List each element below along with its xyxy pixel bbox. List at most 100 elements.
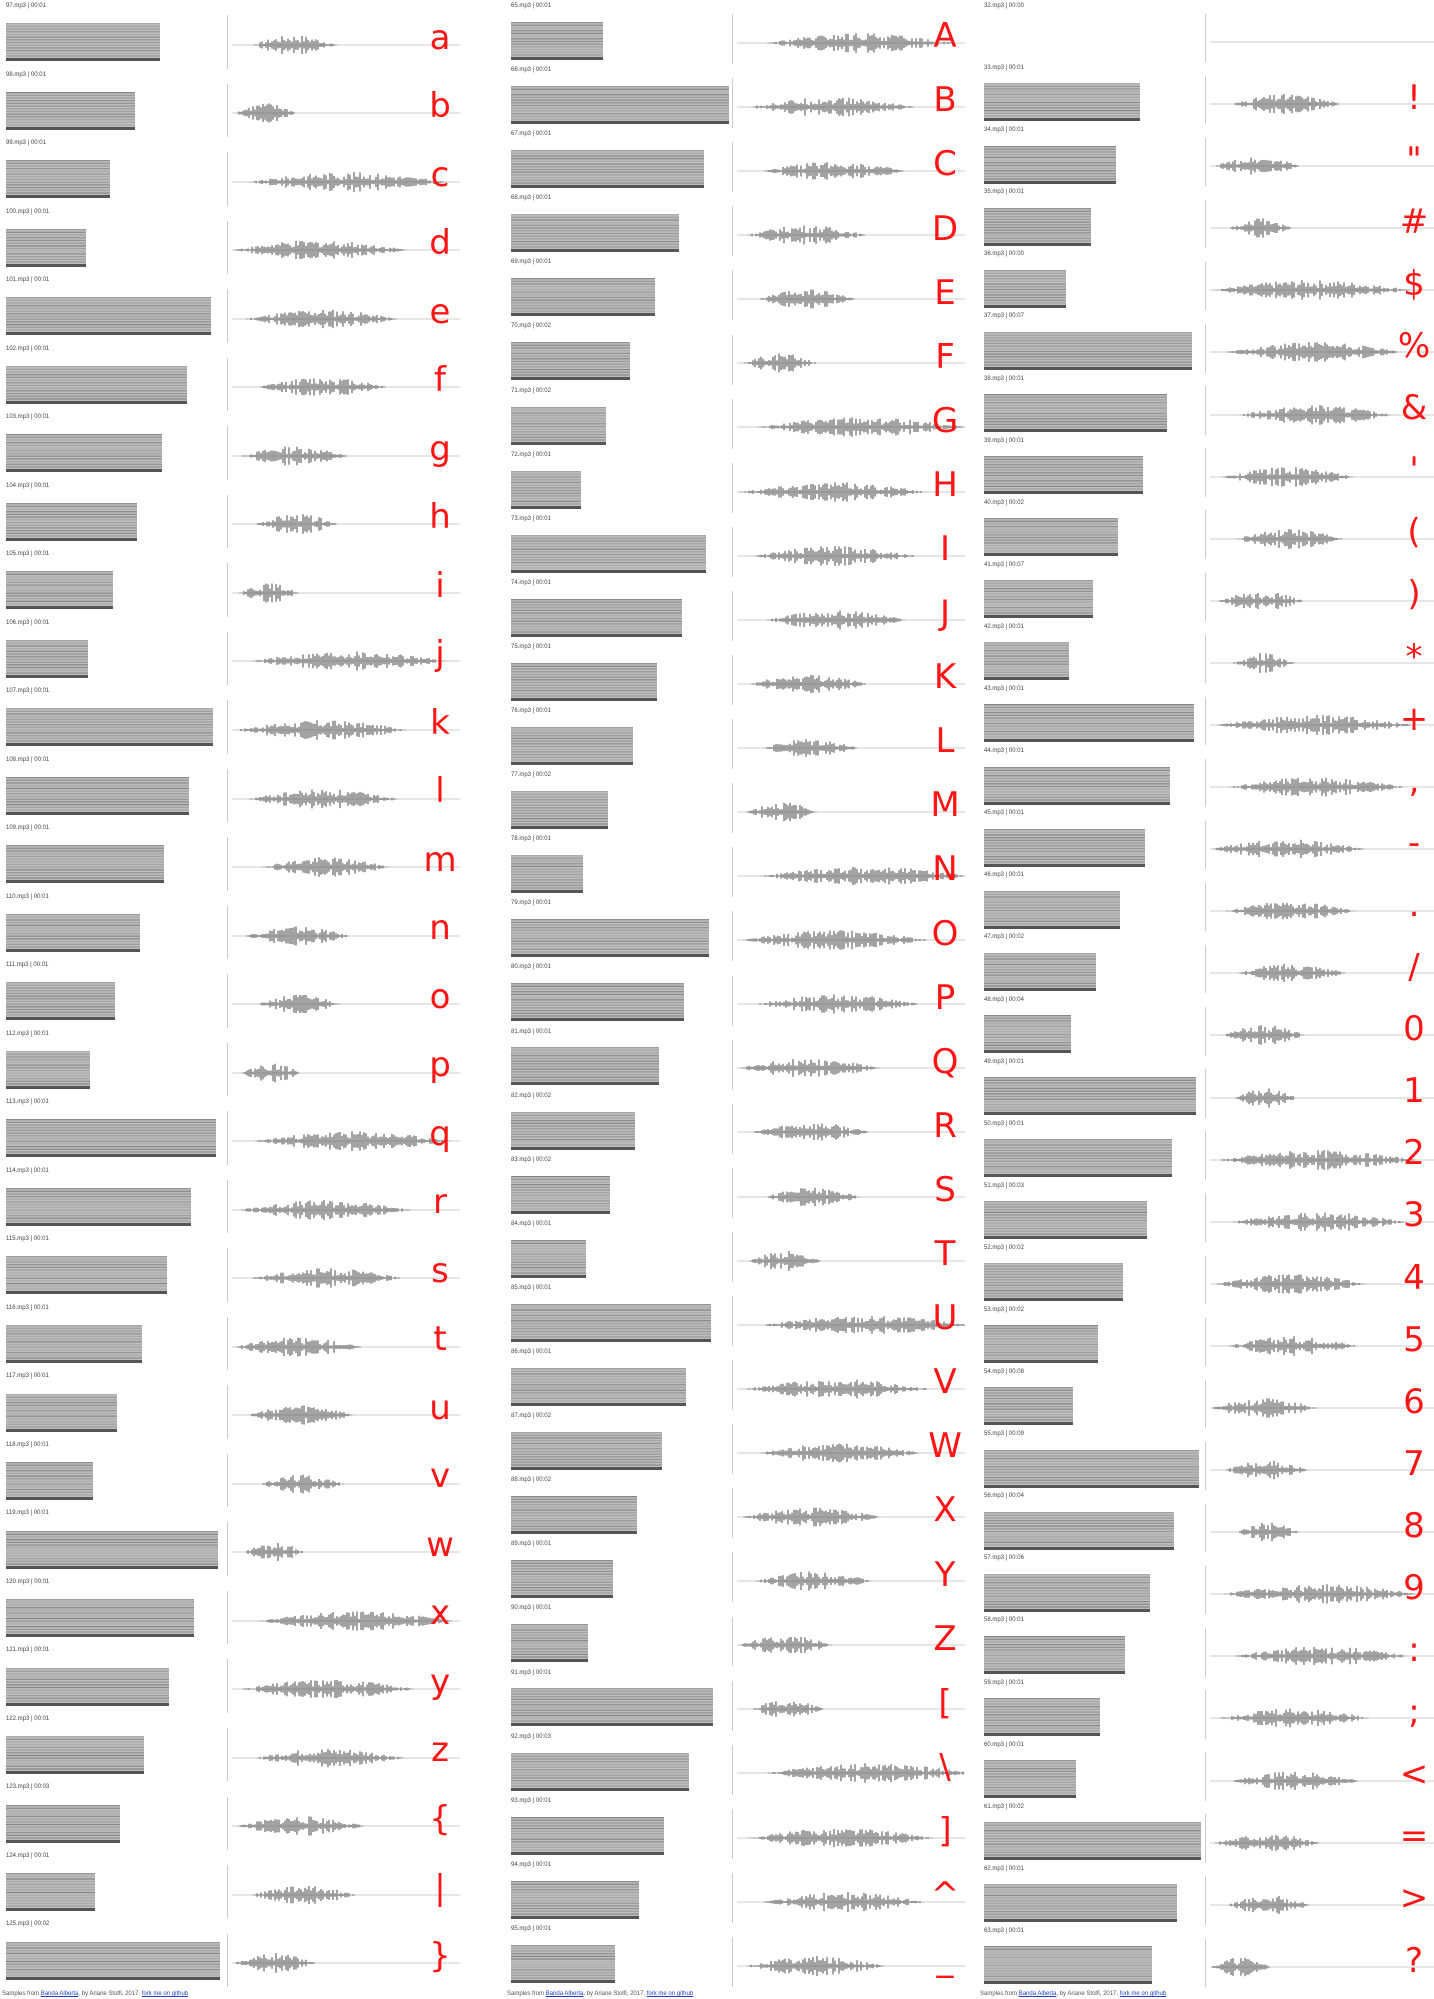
sample-cell[interactable]: 123.mp3 | 00:03{ xyxy=(0,1781,460,1850)
sample-cell[interactable]: 47.mp3 | 00:02/ xyxy=(978,931,1434,994)
sample-cell[interactable]: 45.mp3 | 00:01- xyxy=(978,807,1434,870)
sample-cell[interactable]: 34.mp3 | 00:01" xyxy=(978,124,1434,187)
sample-cell[interactable]: 43.mp3 | 00:01+ xyxy=(978,683,1434,746)
sample-cell[interactable]: 42.mp3 | 00:01* xyxy=(978,621,1434,684)
sample-cell[interactable]: 58.mp3 | 00:01: xyxy=(978,1614,1434,1677)
sample-cell[interactable]: 91.mp3 | 00:01[ xyxy=(505,1667,965,1731)
sample-cell[interactable]: 33.mp3 | 00:01! xyxy=(978,62,1434,125)
sample-cell[interactable]: 93.mp3 | 00:01] xyxy=(505,1795,965,1859)
banda-alberta-link[interactable]: Banda Alberta xyxy=(545,1991,584,1997)
sample-cell[interactable]: 63.mp3 | 00:01? xyxy=(978,1925,1434,1987)
sample-cell[interactable]: 94.mp3 | 00:01^ xyxy=(505,1859,965,1923)
sample-cell[interactable]: 92.mp3 | 00:03\ xyxy=(505,1731,965,1795)
sample-filename: 34.mp3 | 00:01 xyxy=(984,127,1024,134)
sample-cell[interactable]: 37.mp3 | 00:07% xyxy=(978,310,1434,373)
sample-cell[interactable]: 59.mp3 | 00:01; xyxy=(978,1677,1434,1739)
github-link[interactable]: fork me on github xyxy=(1119,1991,1167,1997)
sample-cell[interactable]: 95.mp3 | 00:01_ xyxy=(505,1923,965,1987)
sample-cell[interactable]: 61.mp3 | 00:02= xyxy=(978,1801,1434,1863)
sample-cell[interactable]: 46.mp3 | 00:01. xyxy=(978,869,1434,932)
sample-cell[interactable]: 62.mp3 | 00:01> xyxy=(978,1863,1434,1925)
sample-cell[interactable]: 32.mp3 | 00:00 xyxy=(978,0,1434,63)
sample-cell[interactable]: 125.mp3 | 00:02} xyxy=(0,1918,460,1987)
sample-cell[interactable]: 41.mp3 | 00:07) xyxy=(978,559,1434,621)
sample-cell[interactable]: 124.mp3 | 00:01| xyxy=(0,1850,460,1919)
banda-alberta-link[interactable]: Banda Alberta xyxy=(1018,1991,1057,1997)
waveform-image xyxy=(737,994,965,1014)
sample-cell[interactable]: 39.mp3 | 00:01' xyxy=(978,435,1434,497)
sample-cell[interactable]: 36.mp3 | 00:00$ xyxy=(978,248,1434,311)
sample-cell[interactable]: 60.mp3 | 00:01< xyxy=(978,1739,1434,1801)
banda-alberta-link[interactable]: Banda Alberta xyxy=(40,1991,79,1997)
sample-cell[interactable]: 38.mp3 | 00:01& xyxy=(978,373,1434,435)
sample-cell[interactable]: 40.mp3 | 00:02( xyxy=(978,497,1434,559)
github-link[interactable]: fork me on github xyxy=(646,1991,694,1997)
sample-cell[interactable]: 44.mp3 | 00:01, xyxy=(978,745,1434,808)
sample-cell[interactable]: 35.mp3 | 00:01# xyxy=(978,186,1434,249)
github-link[interactable]: fork me on github xyxy=(141,1991,189,1997)
